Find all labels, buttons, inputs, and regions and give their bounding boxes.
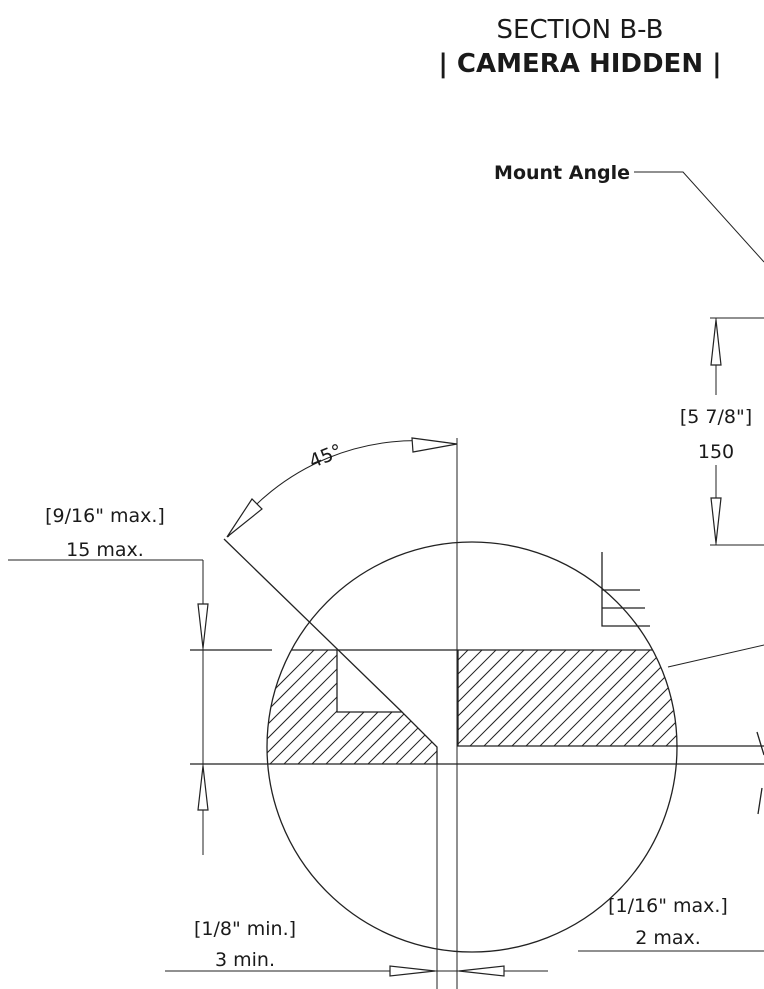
detail-circle: [266, 541, 678, 953]
hatch-line: [563, 650, 677, 764]
hatch-line: [633, 650, 677, 764]
hatch-line: [619, 650, 677, 764]
hatch-line: [732, 650, 764, 764]
top-thickness-mm: 15 max.: [66, 539, 144, 561]
hatch-line: [267, 650, 315, 764]
angle-line: [223, 538, 403, 713]
hatch-line: [535, 650, 651, 764]
recess-outline: [336, 650, 438, 764]
right-section-outline: [457, 650, 677, 747]
hatch-line: [718, 650, 764, 764]
section-leader: [667, 644, 764, 668]
step-dim-inches: [1/16" max.]: [608, 895, 728, 917]
hatched-section: [267, 650, 764, 764]
hatch-line: [521, 650, 637, 764]
bracket-outline: [601, 552, 650, 627]
section-title: SECTION B-B: [497, 15, 664, 45]
angle-arrow-left-icon: [226, 498, 263, 538]
gap-dim-inches: [1/8" min.]: [194, 918, 296, 940]
hatch-line: [479, 650, 595, 764]
hatch-line: [267, 650, 371, 764]
hatch-line: [647, 650, 677, 764]
hatch-line: [311, 650, 427, 764]
arrow-down-icon: [197, 603, 209, 649]
mount-angle-label: Mount Angle: [494, 162, 630, 184]
angle-label: 45°: [306, 440, 345, 473]
hatch-line: [690, 650, 764, 764]
hatch-line: [381, 650, 497, 764]
hatch-line: [507, 650, 623, 764]
hatch-line: [605, 650, 677, 764]
hatch-line: [423, 650, 539, 764]
section-subtitle: | CAMERA HIDDEN |: [438, 49, 721, 79]
hatch-line: [465, 650, 581, 764]
hatch-line: [395, 650, 511, 764]
hatch-line: [267, 650, 329, 764]
hatch-line: [283, 650, 399, 764]
hatch-line: [269, 650, 385, 764]
arrow-down-icon: [710, 497, 722, 544]
hatch-line: [675, 650, 677, 764]
hatch-line: [267, 650, 357, 764]
hatch-line: [451, 650, 567, 764]
gap-dim-mm: 3 min.: [215, 949, 275, 971]
top-thickness-inches: [9/16" max.]: [45, 505, 165, 527]
cut-text-fragment-2: [757, 787, 763, 815]
arrow-right-icon: [389, 965, 436, 977]
hatch-line: [493, 650, 609, 764]
hatch-line: [367, 650, 483, 764]
arrow-left-icon: [458, 965, 505, 977]
hatch-line: [591, 650, 677, 764]
height-dim-mm: 150: [698, 441, 734, 463]
mount-angle-leader: [634, 171, 764, 263]
hatch-line: [577, 650, 677, 764]
hatch-line: [267, 650, 343, 764]
hatch-line: [437, 650, 553, 764]
hatch-line: [325, 650, 441, 764]
angle-arrow-right-icon: [411, 437, 458, 453]
step-dim-mm: 2 max.: [635, 927, 701, 949]
height-dim-inches: [5 7/8"]: [680, 406, 752, 428]
hatch-line: [353, 650, 469, 764]
hatch-line: [409, 650, 525, 764]
hatch-line: [704, 650, 764, 764]
arrow-up-icon: [710, 319, 722, 366]
hatch-line: [549, 650, 665, 764]
cut-text-fragment-1: [756, 731, 764, 756]
arrow-up-icon: [197, 765, 209, 811]
